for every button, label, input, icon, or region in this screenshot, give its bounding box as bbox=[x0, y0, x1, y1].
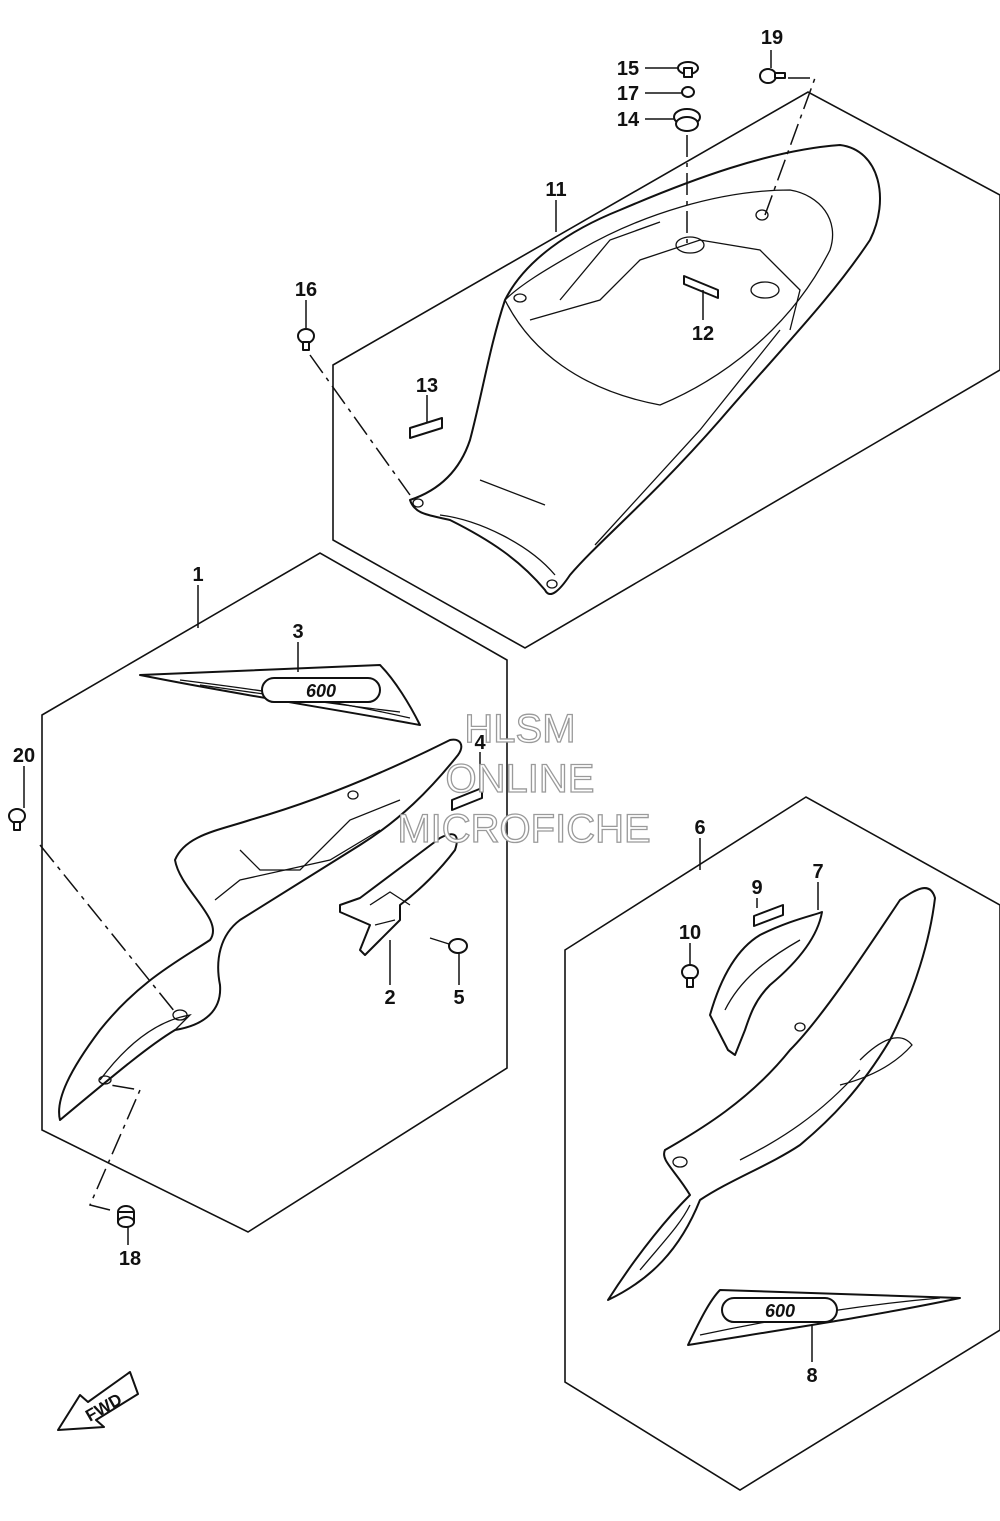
assembly-line-16 bbox=[309, 354, 411, 496]
callout-10: 10 bbox=[679, 922, 701, 944]
callout-17: 17 bbox=[617, 83, 639, 105]
callout-12: 12 bbox=[692, 323, 714, 345]
watermark: HLSM ONLINE MICROFICHE bbox=[397, 706, 652, 851]
emblem-text-right: 600 bbox=[765, 1301, 795, 1321]
callout-18: 18 bbox=[119, 1248, 141, 1270]
screw-10 bbox=[681, 964, 699, 988]
callout-15: 15 bbox=[617, 58, 639, 80]
callout-19: 19 bbox=[761, 27, 783, 49]
grommet-18 bbox=[117, 1205, 135, 1228]
callout-6: 6 bbox=[694, 817, 705, 839]
frame-cover-left bbox=[58, 738, 463, 1121]
watermark-line-3: MICROFICHE bbox=[397, 807, 650, 851]
label-plate-12 bbox=[683, 275, 719, 299]
callout-7: 7 bbox=[812, 861, 823, 883]
forward-direction-arrow: FWD bbox=[57, 1371, 139, 1431]
callout-4: 4 bbox=[474, 732, 486, 754]
callout-16: 16 bbox=[295, 279, 317, 301]
left-frame-cover-assembly-frame bbox=[41, 552, 508, 1233]
callout-8: 8 bbox=[806, 1365, 817, 1387]
bracket-2 bbox=[339, 833, 458, 956]
screw-19 bbox=[759, 68, 786, 84]
grommet-14 bbox=[673, 108, 701, 132]
frame-cover-right bbox=[607, 887, 936, 1301]
emblem-text-left: 600 bbox=[306, 681, 336, 701]
washer-17 bbox=[681, 86, 695, 98]
label-plate-13 bbox=[409, 417, 443, 439]
label-plate-4 bbox=[451, 787, 483, 811]
bolt-15 bbox=[677, 61, 699, 78]
callout-14: 14 bbox=[617, 109, 640, 131]
inner-panel-7 bbox=[709, 911, 823, 1056]
assembly-line-20 bbox=[39, 844, 176, 1013]
seat-tail-cover bbox=[409, 144, 881, 595]
callout-20: 20 bbox=[13, 745, 35, 767]
bolt-16 bbox=[297, 328, 315, 351]
screw-5 bbox=[429, 937, 468, 954]
callout-11: 11 bbox=[545, 179, 566, 201]
callout-3: 3 bbox=[292, 621, 303, 643]
callout-1: 1 bbox=[192, 564, 203, 586]
emblem-stripe-8: 600 bbox=[687, 1289, 961, 1346]
emblem-stripe-3: 600 bbox=[139, 664, 421, 726]
assembly-line-19 bbox=[764, 77, 817, 216]
seat-tail-assembly-frame bbox=[332, 91, 1000, 649]
bolt-20 bbox=[8, 808, 26, 831]
assembly-line-18 bbox=[88, 1084, 142, 1211]
watermark-line-1: HLSM bbox=[464, 707, 575, 751]
callout-13: 13 bbox=[416, 375, 438, 397]
callout-9: 9 bbox=[751, 877, 762, 899]
right-frame-cover-assembly-frame bbox=[564, 796, 1000, 1491]
label-plate-9 bbox=[753, 904, 784, 927]
callout-2: 2 bbox=[384, 987, 395, 1009]
watermark-line-2: ONLINE bbox=[446, 757, 595, 801]
callout-5: 5 bbox=[453, 987, 464, 1009]
